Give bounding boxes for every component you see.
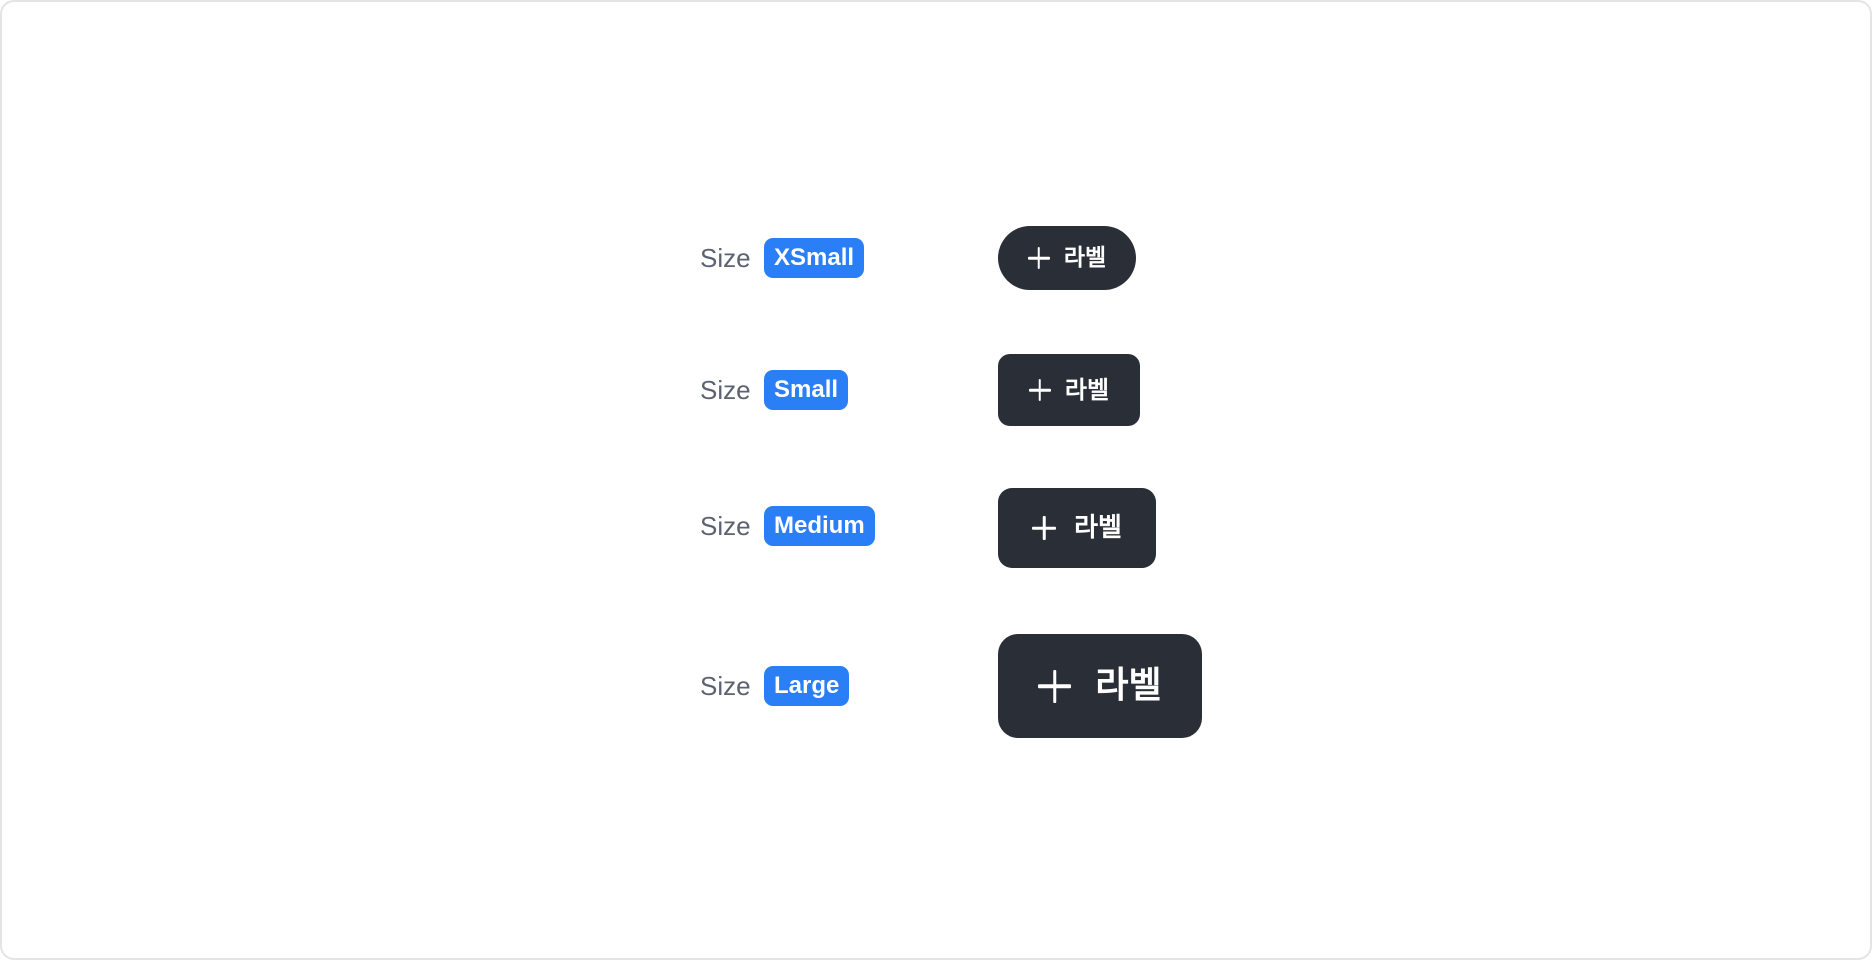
size-badge-large: Large [764,666,850,706]
button-label: 라벨 [1064,376,1110,404]
size-prefix-label: Size [700,511,751,541]
size-prefix-label: Size [700,243,751,273]
size-badge-xsmall: XSmall [764,238,865,278]
add-label-button-large[interactable]: 라벨 [998,634,1202,738]
button-label: 라벨 [1074,513,1122,543]
add-label-button-medium[interactable]: 라벨 [998,488,1156,568]
size-badge-medium: Medium [764,506,875,546]
size-prefix-label: Size [700,671,751,701]
add-label-button-xsmall[interactable]: 라벨 [998,226,1136,290]
size-badge-small: Small [764,370,849,410]
plus-icon [1038,670,1071,703]
button-label: 라벨 [1095,665,1162,706]
plus-icon [1032,516,1056,540]
plus-icon [1028,247,1050,269]
size-prefix-label: Size [700,375,751,405]
button-label: 라벨 [1063,244,1107,271]
plus-icon [1029,379,1051,401]
add-label-button-small[interactable]: 라벨 [998,354,1140,426]
